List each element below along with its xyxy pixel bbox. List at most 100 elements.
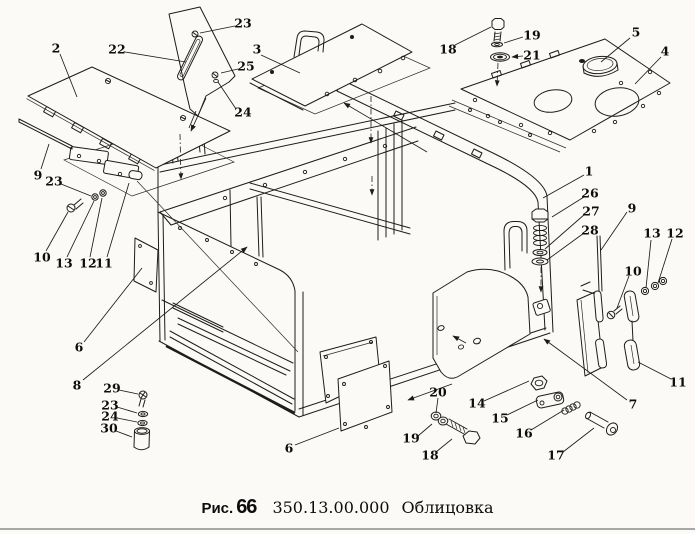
leader-9 bbox=[40, 143, 50, 170]
callout-25: 25 bbox=[237, 58, 254, 73]
side-panel-6-rear bbox=[319, 336, 381, 404]
mounting-arrows bbox=[178, 62, 544, 401]
callout-13: 13 bbox=[55, 255, 72, 270]
clevis-15 bbox=[535, 391, 565, 409]
washer-19-bottom bbox=[437, 416, 449, 426]
leader-1 bbox=[542, 174, 585, 199]
washer-27 bbox=[532, 249, 548, 256]
callout-10: 10 bbox=[624, 263, 642, 278]
leader-18 bbox=[454, 26, 492, 46]
door-screw bbox=[437, 325, 445, 331]
callout-24: 24 bbox=[234, 104, 252, 119]
hinge-strip-11-right bbox=[623, 290, 641, 371]
callout-7: 7 bbox=[629, 396, 638, 411]
callout-1: 1 bbox=[585, 163, 594, 178]
callout-27: 27 bbox=[582, 203, 599, 218]
bolt-18-top-group bbox=[490, 18, 510, 62]
leader-24 bbox=[217, 81, 237, 110]
callout-16: 16 bbox=[515, 425, 533, 440]
callout-23: 23 bbox=[234, 15, 251, 30]
hinge-pin-11-left bbox=[128, 170, 143, 181]
callout-6: 6 bbox=[75, 339, 84, 354]
rod-9-left bbox=[18, 118, 73, 150]
callout-18: 18 bbox=[439, 41, 457, 56]
callout-11: 11 bbox=[669, 374, 686, 389]
washers-13-12-left bbox=[91, 189, 107, 201]
hinge-panel-right bbox=[576, 281, 608, 377]
screw-23-top bbox=[191, 30, 199, 38]
leader-12 bbox=[657, 238, 673, 284]
leader-18 bbox=[435, 438, 453, 453]
callout-5: 5 bbox=[632, 24, 641, 39]
leader-22 bbox=[124, 51, 187, 63]
callout-26: 26 bbox=[581, 185, 599, 200]
callout-24: 24 bbox=[101, 408, 119, 423]
side-panel-6-front bbox=[337, 360, 393, 432]
leader-14 bbox=[483, 380, 530, 402]
rod-9-right bbox=[596, 235, 603, 292]
top-cover-panel-3 bbox=[249, 23, 431, 115]
leader-25 bbox=[220, 68, 239, 74]
leader-11 bbox=[637, 361, 672, 380]
hinge-bracket-assembly-left bbox=[66, 146, 143, 213]
washer-24-bottom bbox=[137, 419, 148, 427]
leader-23 bbox=[116, 406, 138, 414]
leader-19 bbox=[417, 423, 433, 437]
leader-15 bbox=[506, 399, 539, 416]
leader-20 bbox=[435, 397, 439, 414]
leader-24 bbox=[116, 417, 138, 423]
nuts-13-12-right bbox=[640, 276, 668, 296]
callout-21: 21 bbox=[523, 47, 540, 62]
side-panel-6-left bbox=[133, 237, 159, 293]
panel-3-handle bbox=[293, 30, 325, 58]
pin-17 bbox=[584, 411, 619, 436]
washer-28 bbox=[531, 257, 549, 266]
callout-11: 11 bbox=[95, 255, 112, 270]
callout-18: 18 bbox=[421, 447, 439, 462]
callout-8: 8 bbox=[73, 377, 82, 392]
bolt-18-bottom bbox=[462, 430, 481, 445]
cabinet-frame bbox=[63, 79, 554, 418]
top-cover-panel-2 bbox=[26, 66, 231, 171]
leader-2 bbox=[59, 53, 78, 98]
access-door-7 bbox=[432, 268, 531, 379]
caption-figure-number: 66 bbox=[236, 496, 257, 518]
bolt-18-top bbox=[491, 18, 505, 30]
washer-23-bottom bbox=[137, 410, 149, 418]
leader-12 bbox=[89, 197, 103, 258]
callout-15: 15 bbox=[491, 410, 508, 425]
callout-19: 19 bbox=[402, 430, 419, 445]
leader-30 bbox=[115, 430, 133, 438]
callout-20: 20 bbox=[429, 384, 447, 399]
door-handle bbox=[503, 221, 528, 271]
bolt-18-bottom-group bbox=[430, 411, 481, 445]
callout-13: 13 bbox=[643, 225, 660, 240]
caption-part-code: 350.13.00.000 bbox=[272, 498, 390, 517]
callout-6: 6 bbox=[285, 440, 294, 455]
callout-14: 14 bbox=[468, 395, 486, 410]
callout-28: 28 bbox=[581, 222, 599, 237]
callout-12: 12 bbox=[666, 225, 683, 240]
caption-title: Облицовка bbox=[401, 498, 494, 517]
leader-8 bbox=[82, 246, 248, 381]
leader-6 bbox=[294, 427, 340, 446]
bolt-26-spring-group bbox=[531, 208, 551, 316]
bolt-10-right bbox=[606, 305, 623, 320]
callout-29: 29 bbox=[103, 380, 120, 395]
callout-3: 3 bbox=[253, 41, 262, 56]
leader-21 bbox=[511, 53, 524, 60]
leader-3 bbox=[260, 54, 301, 74]
leader-4 bbox=[634, 56, 662, 85]
buffer-30-group bbox=[133, 390, 150, 451]
leader-28 bbox=[546, 232, 585, 261]
washer-24-top bbox=[213, 78, 219, 84]
leader-16 bbox=[530, 409, 565, 431]
leader-23 bbox=[199, 25, 236, 34]
leader-13 bbox=[645, 239, 652, 289]
latch-bracket bbox=[532, 298, 551, 316]
callout-30: 30 bbox=[100, 420, 118, 435]
callout-23: 23 bbox=[101, 397, 118, 412]
spring-16 bbox=[561, 401, 581, 415]
